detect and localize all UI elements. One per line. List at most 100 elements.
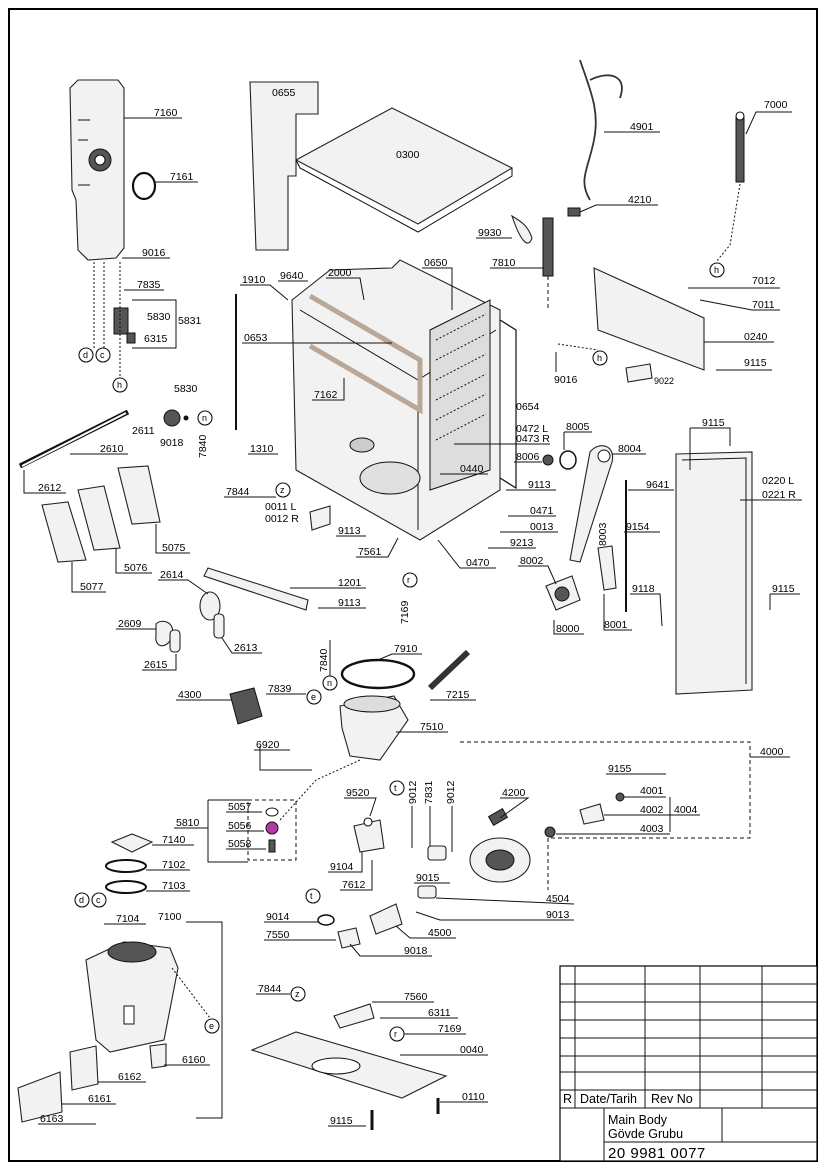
part-label: 8003 xyxy=(597,522,609,546)
ref-letter-d: d xyxy=(83,350,88,360)
part-5075-panel xyxy=(117,465,161,525)
ref-marker-d xyxy=(78,347,94,363)
part-label: 9113 xyxy=(338,525,361,537)
part-label: 9113 xyxy=(528,479,551,491)
part-label: 9641 xyxy=(646,479,670,491)
part-9014-clamp xyxy=(317,914,335,926)
part-8004-spray-arm xyxy=(569,445,614,563)
part-label: 8002 xyxy=(520,555,544,567)
part-label: 7840 xyxy=(197,434,209,458)
page-border xyxy=(8,8,818,1162)
part-label: 4300 xyxy=(178,689,202,701)
ref-letter-h: h xyxy=(597,353,602,363)
ref-letter-z: z xyxy=(295,989,300,999)
part-label: 6315 xyxy=(144,333,168,345)
ref-letter-c: c xyxy=(100,350,105,360)
part-label: 9104 xyxy=(330,861,354,873)
part-label: 7100 xyxy=(158,911,182,923)
part-label: 7160 xyxy=(154,107,178,119)
ref-marker-z-2 xyxy=(290,986,306,1002)
part-label: 7012 xyxy=(752,275,776,287)
part-label: 9016 xyxy=(142,247,166,259)
ref-marker-n-1 xyxy=(197,410,213,426)
part-7140-cap xyxy=(110,833,154,853)
part-9104-valve xyxy=(353,817,385,853)
part-5056-valve xyxy=(265,821,279,835)
ref-marker-r-1 xyxy=(402,572,418,588)
part-label: 5831 xyxy=(178,315,202,327)
part-label: 7169 xyxy=(438,1023,462,1035)
part-label: 7104 xyxy=(116,913,140,925)
ref-letter-e: e xyxy=(209,1021,214,1031)
part-7160-bracket xyxy=(69,79,125,261)
part-label: 9118 xyxy=(632,583,655,595)
part-label: 9115 xyxy=(772,583,795,595)
part-label: 5058 xyxy=(228,838,252,850)
part-label: 9115 xyxy=(330,1115,353,1127)
part-label: 7840 xyxy=(318,648,330,672)
part-4300-pump xyxy=(229,687,263,725)
part-label: 0040 xyxy=(460,1044,484,1056)
ref-letter-r: r xyxy=(407,575,410,585)
part-5058-spring xyxy=(268,839,276,853)
part-label: 5077 xyxy=(80,581,104,593)
part-label: 0655 xyxy=(272,87,296,99)
part-label: 7169 xyxy=(399,600,411,624)
part-label: 7215 xyxy=(446,689,470,701)
part-label: 4000 xyxy=(760,746,784,758)
ref-letter-h: h xyxy=(117,380,122,390)
part-label: 8005 xyxy=(566,421,590,433)
part-label: 4500 xyxy=(428,927,452,939)
part-label: 2000 xyxy=(328,267,352,279)
part-0655-panel xyxy=(249,81,319,251)
part-2000-tub xyxy=(291,259,501,541)
part-label: 0110 xyxy=(462,1091,485,1103)
part-label: 7835 xyxy=(137,279,161,291)
part-label: 2615 xyxy=(144,659,168,671)
part-label: 5830 xyxy=(174,383,198,395)
part-6163-bracket xyxy=(17,1071,63,1123)
part-label: 0473 R xyxy=(516,433,550,445)
part-label: 8000 xyxy=(556,623,580,635)
part-label: 9015 xyxy=(416,872,440,884)
title-block-date-header: Date/Tarih xyxy=(580,1092,637,1106)
part-5076-panel xyxy=(77,485,121,551)
part-label: 4210 xyxy=(628,194,652,206)
part-label: 7910 xyxy=(394,643,418,655)
part-label: 1910 xyxy=(242,274,266,286)
part-0220-door xyxy=(675,451,753,695)
ref-marker-z-1 xyxy=(275,482,291,498)
title-block-rev-header: Rev No xyxy=(651,1092,693,1106)
part-label: 7839 xyxy=(268,683,292,695)
title-block-title-tr: Gövde Grubu xyxy=(608,1127,683,1141)
ref-marker-h-2 xyxy=(709,262,725,278)
ref-letter-t: t xyxy=(310,891,313,901)
part-8006-nut xyxy=(542,454,554,466)
part-label: 9016 xyxy=(554,374,578,386)
part-7510-sump xyxy=(339,695,409,761)
part-label: 6161 xyxy=(88,1093,112,1105)
part-label: 2611 xyxy=(132,425,155,437)
part-label: 9520 xyxy=(346,787,370,799)
part-label: 7550 xyxy=(266,929,290,941)
part-label: 0220 L xyxy=(762,475,794,487)
ref-marker-d-2 xyxy=(74,892,90,908)
part-label: 4004 xyxy=(674,804,698,816)
part-label: 7612 xyxy=(342,879,366,891)
part-label: 4200 xyxy=(502,787,526,799)
part-label: 4002 xyxy=(640,804,664,816)
part-label: 9213 xyxy=(510,537,534,549)
part-label: 9640 xyxy=(280,270,304,282)
title-block-drawing-number: 20 9981 0077 xyxy=(608,1145,706,1162)
part-label: 7162 xyxy=(314,389,338,401)
ref-marker-h xyxy=(112,377,128,393)
part-label: 7561 xyxy=(358,546,382,558)
part-2613-seal xyxy=(213,613,225,639)
part-label: 9115 xyxy=(744,357,767,369)
assembly-5810-boundary xyxy=(247,799,297,861)
part-label: 8004 xyxy=(618,443,642,455)
part-label: 0471 xyxy=(530,505,554,517)
part-label: 0472 L xyxy=(516,423,548,435)
part-7550-elbow xyxy=(337,927,361,949)
ref-marker-t-1 xyxy=(389,780,405,796)
